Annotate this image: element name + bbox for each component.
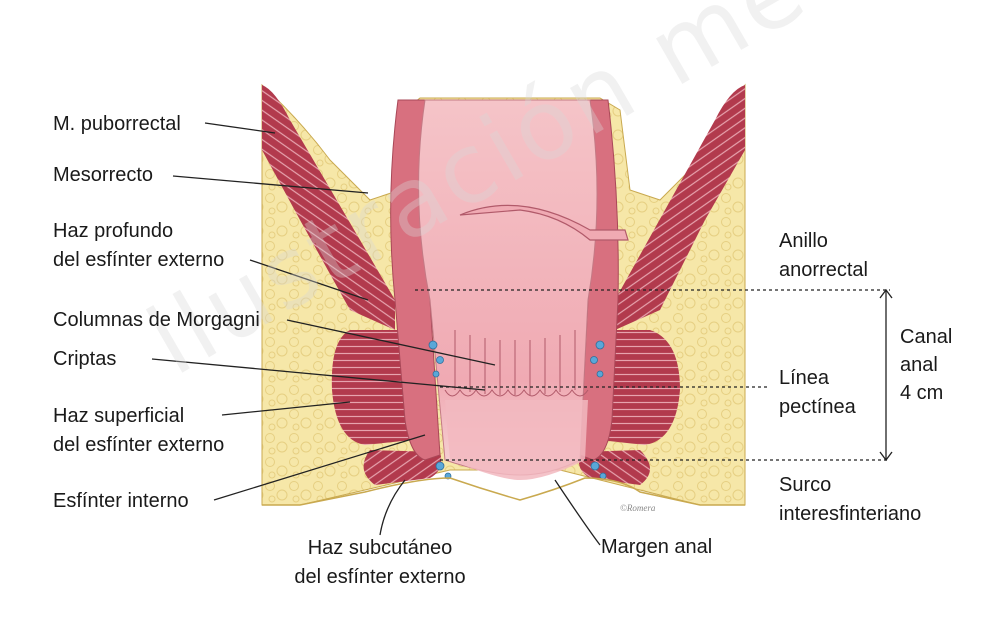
label-haz-subcutaneo-1: Haz subcutáneo — [307, 537, 453, 559]
label-puborrectal: M. puborrectal — [53, 113, 181, 135]
label-anillo-2: anorrectal — [779, 259, 868, 281]
label-linea-1: Línea — [779, 367, 830, 389]
credit: ©Romera — [620, 503, 656, 513]
label-haz-superficial-1: Haz superficial — [53, 405, 185, 427]
label-haz-profundo-1: Haz profundo — [53, 220, 174, 242]
label-esfinter-interno: Esfínter interno — [53, 490, 189, 512]
label-surco-2: interesfinteriano — [779, 503, 922, 525]
superficial-sphincter-left — [331, 330, 412, 445]
label-criptas: Criptas — [53, 348, 117, 370]
rectal-fold — [459, 204, 629, 241]
levator-right — [615, 85, 745, 330]
anal-canal — [445, 400, 588, 480]
label-mesorrecto: Mesorrecto — [53, 164, 154, 186]
hemorrhoidal-vessels — [428, 340, 607, 480]
label-canal-1: Canal — [900, 326, 953, 348]
label-surco-1: Surco — [779, 474, 832, 496]
morgagni-columns — [444, 330, 589, 397]
label-linea-2: pectínea — [779, 396, 856, 418]
label-haz-profundo-2: del esfínter externo — [53, 249, 225, 271]
label-canal-2: anal — [900, 354, 938, 376]
label-columnas: Columnas de Morgagni — [53, 309, 260, 331]
label-haz-subcutaneo-2: del esfínter externo — [294, 566, 466, 588]
anal-skin — [262, 477, 745, 506]
levator-left — [262, 85, 395, 330]
label-canal-3: 4 cm — [900, 382, 944, 404]
label-margen-anal: Margen anal — [601, 536, 713, 558]
label-anillo-1: Anillo — [779, 230, 828, 252]
label-haz-superficial-2: del esfínter externo — [53, 434, 225, 456]
